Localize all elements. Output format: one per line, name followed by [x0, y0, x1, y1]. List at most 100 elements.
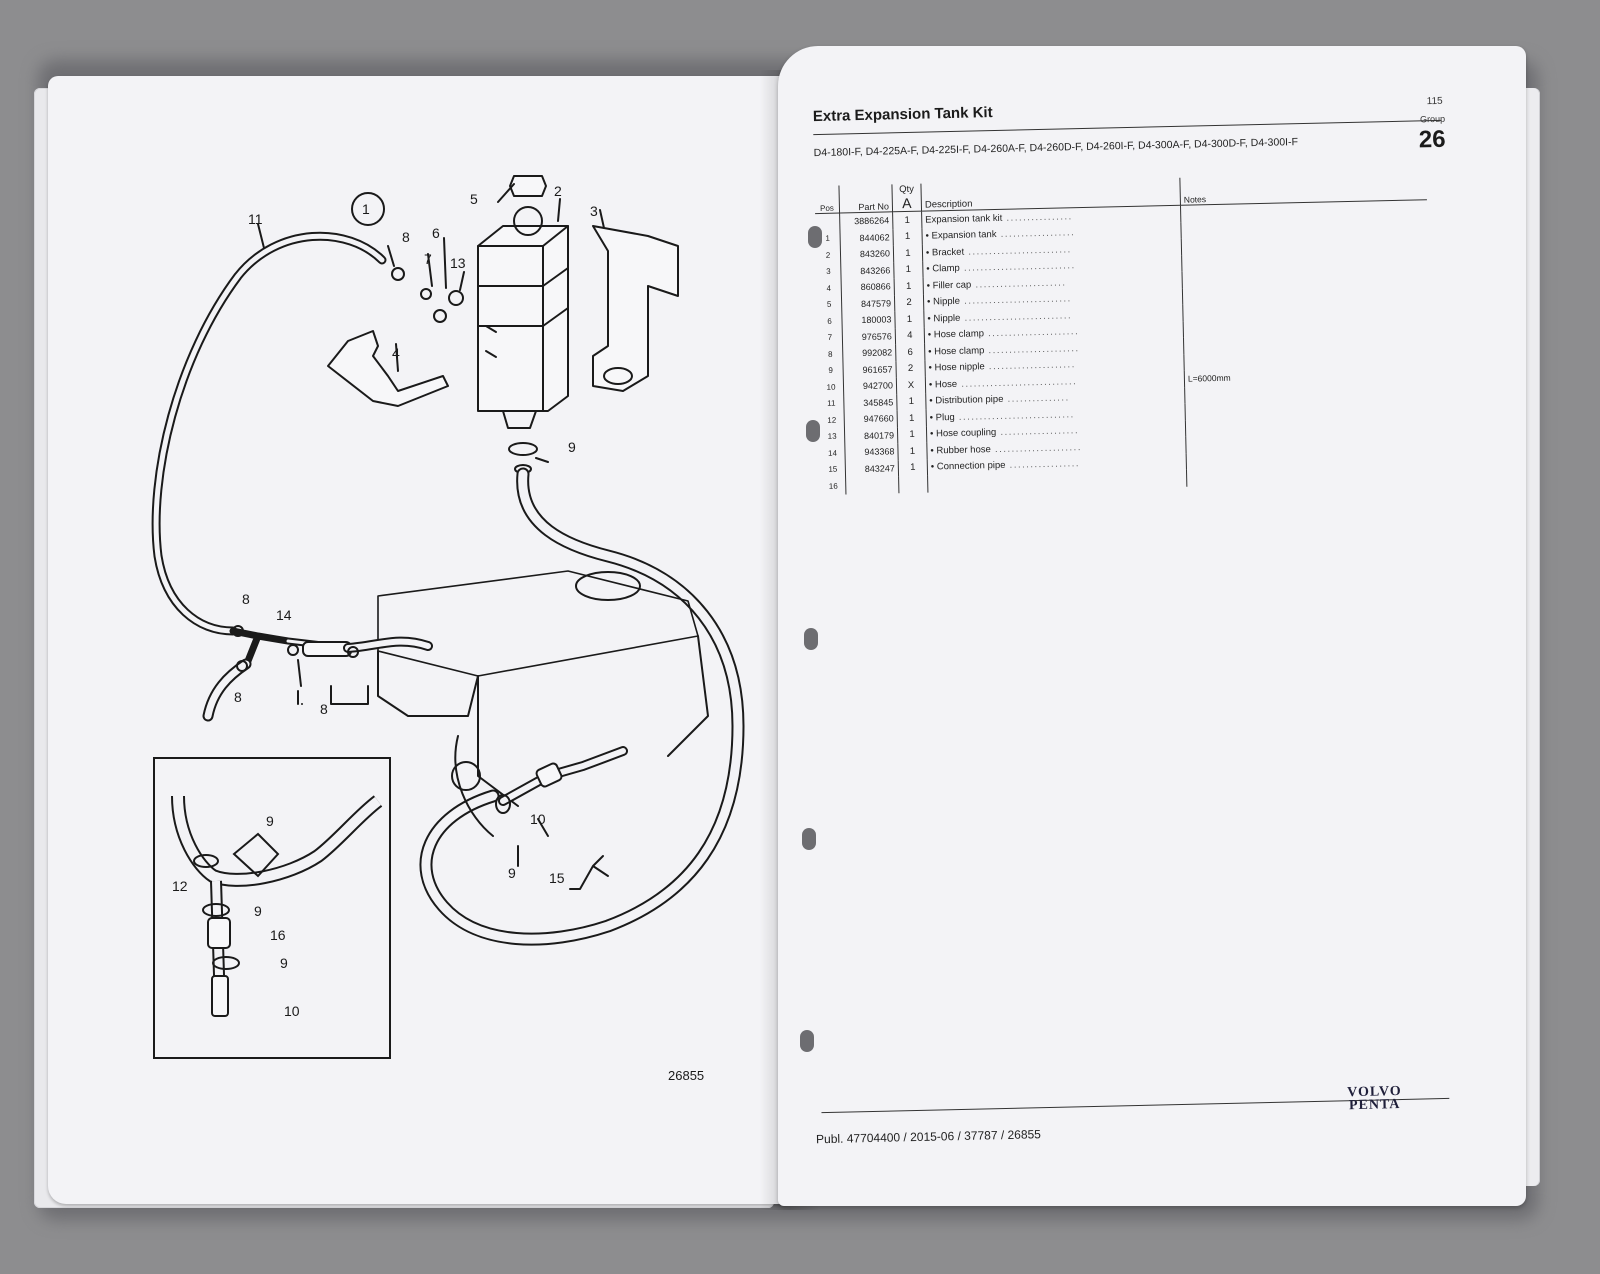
cell-pos-text: 14: [827, 448, 838, 458]
cell-pos: 9: [818, 361, 844, 380]
cell-description-text: • Distribution pipe: [929, 394, 1004, 407]
cell-pos: 14: [820, 444, 846, 462]
cell-part-no: 843260: [840, 245, 894, 264]
cell-qty: 1: [893, 261, 924, 279]
cell-notes-text: L=6000mm: [1187, 372, 1231, 384]
cell-part-no-text: 345845: [863, 397, 894, 408]
cell-description-text: • Hose coupling: [929, 427, 997, 440]
cell-description-text: • Connection pipe: [930, 460, 1006, 473]
cell-qty: 2: [895, 360, 926, 378]
callout-7: 7: [424, 251, 432, 267]
cell-qty: 6: [895, 343, 925, 361]
leader-dots: ...........................: [959, 260, 1076, 275]
cell-part-no: 947660: [844, 410, 898, 428]
cell-pos-text: 10: [826, 382, 836, 392]
cell-part-no: 345845: [843, 393, 898, 412]
cell-qty-text: 1: [908, 412, 915, 424]
leader-dots: ................: [1002, 210, 1073, 224]
cell-part-no-text: 992082: [862, 347, 893, 359]
cell-part-no: 844062: [839, 228, 894, 247]
leader-dots: ..........................: [960, 310, 1073, 324]
punch-hole: [802, 828, 816, 850]
logo-line-2: PENTA: [1348, 1097, 1401, 1114]
cell-part-no-text: 847579: [860, 298, 892, 309]
leader-dots: .....................: [990, 441, 1083, 455]
cell-pos-text: 9: [828, 365, 833, 376]
cell-qty: 1: [897, 442, 928, 460]
cell-part-no: 843247: [845, 459, 899, 478]
right-page: Extra Expansion Tank Kit 115 Group 26 D4…: [778, 46, 1526, 1206]
cell-description-text: Expansion tank kit: [925, 212, 1003, 226]
cell-qty: 1: [897, 426, 927, 444]
cell-qty-text: 1: [909, 445, 916, 457]
cell-part-no-text: 843247: [864, 463, 895, 474]
volvo-penta-logo: VOLVO PENTA: [1347, 1084, 1402, 1114]
cell-part-no: 840179: [844, 426, 898, 445]
cell-qty-text: 1: [905, 264, 912, 276]
col-qty-label: Qty: [899, 183, 915, 196]
leader-dots: ............................: [954, 408, 1075, 423]
cell-pos: 2: [815, 246, 841, 264]
cell-part-no: 180003: [841, 311, 896, 329]
cell-qty: 1: [893, 244, 923, 262]
cell-qty-text: 1: [905, 280, 912, 292]
callout-13: 13: [450, 255, 466, 271]
cell-pos: 8: [818, 345, 843, 363]
cell-description-text: • Nipple: [927, 312, 961, 325]
cell-part-no-text: 844062: [859, 232, 890, 243]
cell-pos-text: 4: [826, 283, 832, 293]
punch-hole: [804, 628, 818, 650]
cell-pos-text: 12: [827, 415, 837, 425]
callout-8d: 8: [320, 701, 328, 717]
cell-pos-text: 3: [826, 266, 831, 277]
col-part-no: Part No: [838, 184, 893, 214]
cell-pos-text: 8: [827, 349, 833, 359]
callout-9b: 9: [508, 865, 516, 881]
leader-dots: .....................: [984, 359, 1076, 373]
cell-qty-text: 4: [907, 330, 913, 342]
page-number: 115: [1426, 95, 1443, 108]
cell-description-text: • Filler cap: [926, 279, 972, 292]
cell-description-text: • Rubber hose: [930, 443, 991, 457]
callout-14: 14: [276, 607, 292, 623]
cell-pos: 16: [821, 477, 846, 495]
cell-pos-text: 5: [826, 299, 832, 310]
cell-pos: 10: [818, 378, 844, 396]
cell-pos: 13: [819, 427, 845, 446]
cell-qty-text: 1: [909, 429, 915, 441]
group-number: 26: [1418, 125, 1446, 154]
callout-inset-9b: 9: [254, 903, 262, 919]
callout-8c: 8: [234, 689, 242, 705]
cell-qty: 2: [894, 294, 924, 312]
cell-qty-text: 1: [910, 462, 916, 474]
callout-11: 11: [248, 211, 263, 227]
cell-description-text: • Hose clamp: [928, 345, 985, 358]
leader-dots: .................: [1005, 458, 1081, 472]
callout-inset-16: 16: [270, 927, 286, 943]
cell-pos-text: 2: [825, 250, 831, 260]
callout-5: 5: [470, 191, 478, 207]
cell-pos-text: 6: [827, 316, 832, 326]
cell-part-no: 860866: [841, 278, 895, 297]
parts-diagram: 1 11 8 7 6 13 5 2 3 4 9 8 14 8 8 10 9 15…: [151, 175, 745, 1059]
leader-dots: ............................: [957, 375, 1078, 390]
cell-qty-text: 6: [907, 346, 914, 358]
cell-qty: 4: [895, 327, 925, 345]
cell-qty: 1: [897, 409, 927, 427]
callout-inset-12: 12: [172, 878, 188, 894]
page-title: Extra Expansion Tank Kit: [812, 104, 993, 126]
cell-pos: 6: [817, 312, 843, 330]
cell-part-no: 843266: [840, 261, 895, 280]
cell-part-no: 992082: [842, 344, 896, 362]
cell-part-no: 847579: [841, 294, 895, 313]
callout-15: 15: [549, 870, 565, 886]
callout-inset-9: 9: [266, 813, 274, 829]
cell-part-no: 976576: [842, 327, 896, 346]
cell-pos-text: 15: [828, 464, 838, 475]
cell-description-text: • Hose nipple: [928, 361, 985, 374]
cell-description-text: • Nipple: [926, 296, 961, 308]
cell-part-no-text: 961657: [862, 364, 893, 375]
cell-part-no-text: 976576: [861, 331, 892, 342]
cell-part-no-text: 843266: [860, 265, 891, 276]
